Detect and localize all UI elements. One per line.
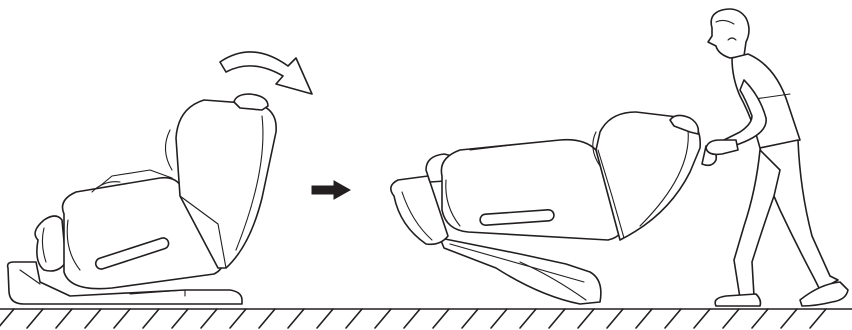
- chair-base: [6, 261, 243, 305]
- chair-tilted-footrest: [390, 175, 449, 246]
- floor-hatch-mark: [26, 308, 44, 329]
- floor-hatch-mark: [229, 308, 247, 329]
- floor-hatch-mark: [751, 308, 769, 329]
- chair-side-handle: [94, 237, 170, 270]
- floor-hatch-mark: [287, 308, 305, 329]
- chair-backrest: [175, 99, 277, 269]
- floor-hatch-mark: [664, 308, 682, 329]
- floor-hatch-mark: [577, 308, 595, 329]
- person-shoe-rear: [799, 281, 849, 307]
- chair-footrest: [34, 215, 67, 272]
- floor: [0, 308, 852, 329]
- floor-hatch-mark: [200, 308, 218, 329]
- floor-hatch-mark: [809, 308, 827, 329]
- floor-hatch-mark: [258, 308, 276, 329]
- floor-hatch-mark: [0, 308, 15, 327]
- floor-hatch-mark: [780, 308, 798, 329]
- person-pushing: [705, 8, 849, 307]
- rotate-arrow-icon: [219, 51, 313, 95]
- person-head: [707, 8, 750, 59]
- chair-tilted: [390, 111, 718, 305]
- floor-hatch-mark: [490, 308, 508, 329]
- chair-tilted-base: [439, 237, 602, 305]
- person-leg-front: [733, 149, 781, 299]
- floor-hatch-mark: [693, 308, 711, 329]
- floor-hatch-mark: [722, 308, 740, 329]
- chair-upright: [6, 93, 277, 305]
- floor-hatch-mark: [548, 308, 566, 329]
- floor-hatch-mark: [606, 308, 624, 329]
- floor-hatch-mark: [519, 308, 537, 329]
- floor-hatching: [0, 308, 827, 329]
- floor-hatch-mark: [142, 308, 160, 329]
- floor-hatch-mark: [635, 308, 653, 329]
- chair-tilted-backrest: [595, 111, 702, 241]
- chair-tilted-headrest: [669, 114, 700, 135]
- floor-hatch-mark: [345, 308, 363, 329]
- floor-hatch-mark: [55, 308, 73, 329]
- next-step-arrow-icon: [311, 180, 352, 200]
- chair-headrest: [233, 93, 269, 111]
- floor-hatch-mark: [374, 308, 392, 329]
- floor-hatch-mark: [84, 308, 102, 329]
- floor-hatch-mark: [403, 308, 421, 329]
- floor-hatch-mark: [171, 308, 189, 329]
- floor-hatch-mark: [316, 308, 334, 329]
- floor-hatch-mark: [432, 308, 450, 329]
- person-shoe-front: [714, 293, 762, 307]
- chair-tilted-side-handle: [479, 209, 555, 226]
- floor-hatch-mark: [461, 308, 479, 329]
- floor-hatch-mark: [113, 308, 131, 329]
- person-hand: [705, 139, 739, 156]
